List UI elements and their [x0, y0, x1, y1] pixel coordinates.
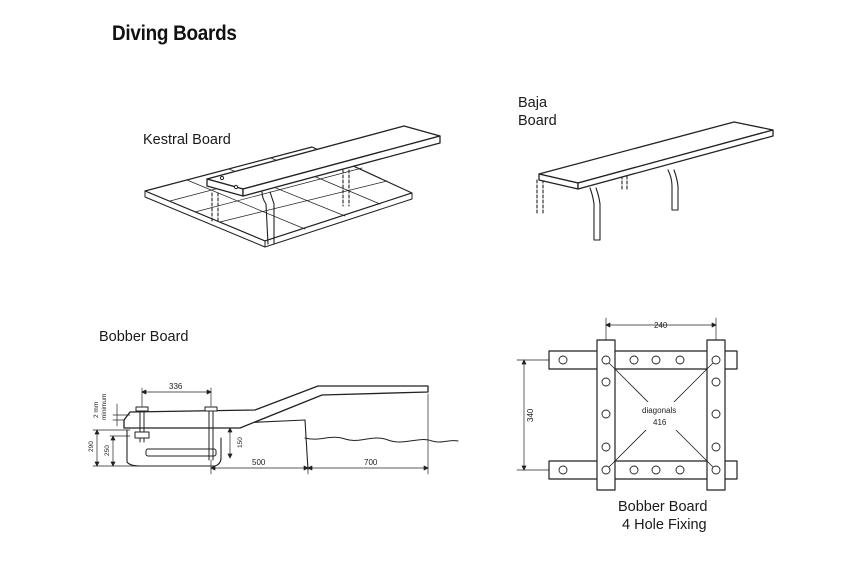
dim-250-label: 250 [104, 445, 111, 456]
diagonals-label-line2: 416 [653, 418, 667, 427]
baja-plank [538, 121, 774, 190]
fixing-holes [558, 355, 721, 475]
baja-board-label-line2: Board [518, 113, 557, 129]
dimension-150 [227, 427, 233, 459]
kestral-board-illustration [144, 125, 441, 248]
bobber-board-label: Bobber Board [99, 329, 189, 345]
baja-legs [536, 169, 679, 241]
fixing-bolts [134, 406, 218, 461]
dim-340-label: 340 [526, 408, 535, 422]
anchor-box [126, 429, 222, 467]
dim-700-label: 700 [364, 458, 378, 467]
dimension-336 [141, 387, 212, 407]
dim-150-label: 150 [237, 437, 244, 448]
diagonals-label-line1: diagonals [642, 406, 676, 415]
dim-2mm-label-line2: minimum [101, 394, 108, 420]
four-hole-fixing-plan: 240 340 diagonals 416 [516, 317, 738, 491]
kestral-base-slab [144, 146, 413, 248]
fixing-label-line1: Bobber Board [618, 499, 708, 515]
dimension-500-700 [210, 393, 429, 475]
kestral-board-label: Kestral Board [143, 132, 231, 148]
kestral-plank [206, 125, 441, 197]
baja-board-label-line1: Baja [518, 95, 548, 111]
dimension-290-250 [92, 429, 141, 467]
dimension-2mm [112, 403, 131, 427]
anchor-plate [145, 448, 217, 457]
dim-2mm-label-line1: 2 mm [93, 402, 100, 418]
dimension-240 [605, 317, 717, 341]
baja-board-illustration [536, 121, 774, 241]
dim-240-label: 240 [654, 321, 668, 330]
dimension-340 [516, 359, 550, 471]
dim-500-label: 500 [252, 458, 266, 467]
bobber-board-elevation: 336 2 mm minimum 290 250 150 [88, 382, 459, 475]
page-title: Diving Boards [112, 22, 237, 45]
kestral-legs [211, 169, 350, 245]
water-line [304, 436, 459, 443]
bobber-plank [123, 385, 429, 429]
dim-336-label: 336 [169, 382, 183, 391]
dim-290-label: 290 [88, 441, 95, 452]
fixing-label-line2: 4 Hole Fixing [622, 517, 707, 533]
